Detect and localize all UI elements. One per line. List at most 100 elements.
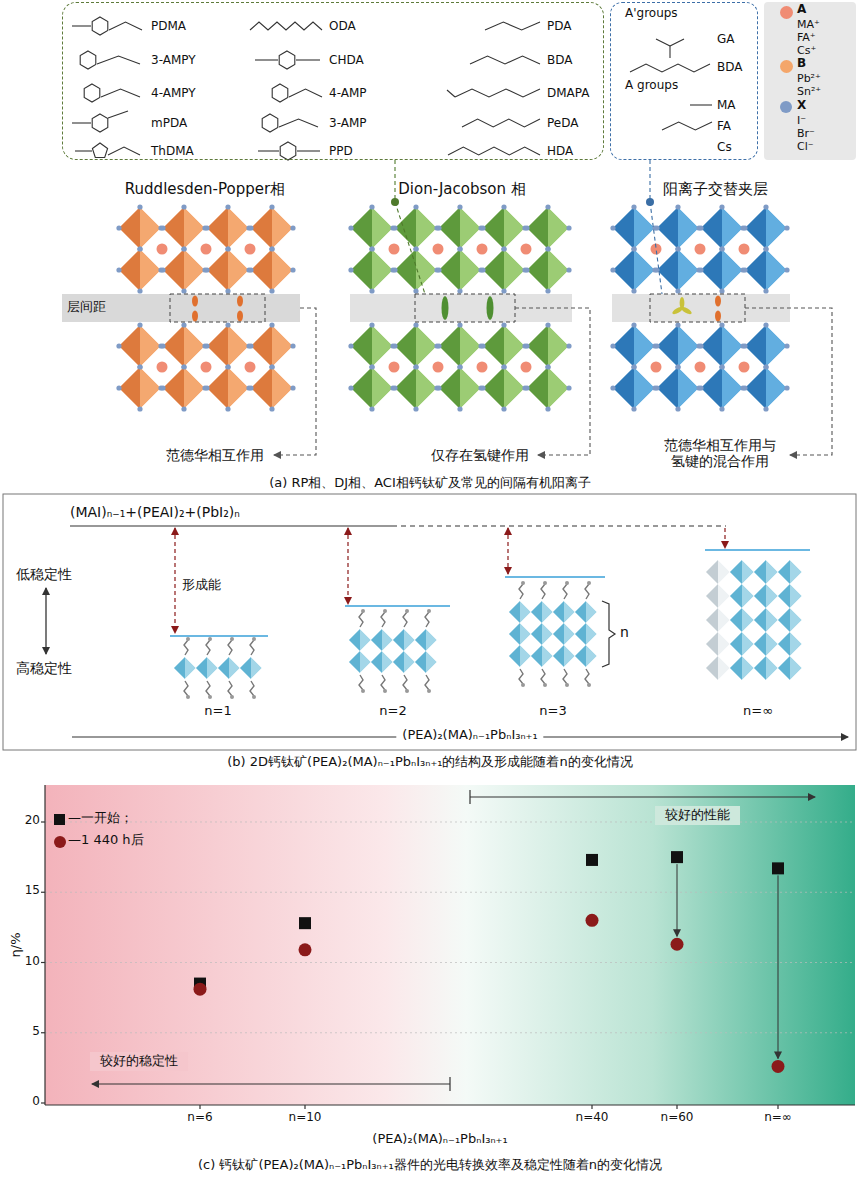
halide-sphere: [269, 246, 274, 251]
pea-atom: [543, 581, 547, 585]
halide-sphere: [290, 225, 295, 230]
octahedron: [483, 249, 525, 291]
cation-name: MA: [717, 99, 736, 113]
interlayer-box: [170, 294, 265, 322]
pea-molecule: [184, 640, 188, 655]
pea-molecule: [519, 584, 523, 599]
energy-level: [170, 635, 268, 637]
octahedron: [531, 601, 553, 623]
octahedron: [730, 656, 754, 680]
halide-sphere: [181, 288, 186, 293]
layer-number: n=1: [204, 704, 231, 719]
octahedron: [174, 657, 196, 679]
cation-name: CHDA: [329, 54, 364, 68]
molecule-chain: [485, 22, 540, 30]
pea-atom: [521, 683, 525, 687]
halide-sphere: [784, 343, 789, 348]
a-cation-sphere: [201, 244, 212, 255]
initial-point: [586, 854, 598, 866]
halide-sphere: [204, 343, 209, 348]
legend-text: A: [797, 3, 806, 17]
octahedron: [527, 207, 569, 249]
octahedron-face: [415, 651, 426, 673]
chart-background: [45, 785, 855, 1105]
octahedron: [754, 584, 778, 608]
energy-level: [345, 605, 450, 607]
octahedron-face: [778, 656, 790, 680]
pea-molecule: [206, 681, 210, 696]
a-cation-sphere: [245, 362, 256, 373]
ga-cation: [671, 305, 684, 315]
halide-sphere: [413, 246, 418, 251]
octahedron: [439, 325, 481, 367]
halide-sphere: [181, 364, 186, 369]
leader-line: [745, 308, 832, 455]
halide-sphere: [413, 364, 418, 369]
halide-sphere: [545, 246, 550, 251]
pea-molecule: [585, 584, 589, 599]
molecule-ring: [272, 84, 288, 102]
halide-sphere: [675, 288, 680, 293]
octahedron-face: [706, 608, 718, 632]
molecule-bond: [258, 150, 279, 151]
ion-name: Cs⁺: [797, 45, 816, 58]
ion-name: MA⁺: [797, 19, 820, 32]
halide-sphere: [413, 406, 418, 411]
octahedron-face: [509, 601, 520, 623]
halide-sphere: [501, 406, 506, 411]
layer-number: n=∞: [743, 704, 773, 719]
initial-point: [299, 917, 311, 929]
interaction-note: 范德华相互作用: [166, 447, 264, 463]
halide-sphere: [763, 406, 768, 411]
group-connector: [650, 202, 662, 294]
pea-atom: [587, 581, 591, 585]
octahedron-face: [119, 207, 140, 249]
octahedron: [351, 249, 393, 291]
molecule-chain: [662, 122, 712, 130]
octahedron: [754, 560, 778, 584]
x-tick: [304, 1105, 305, 1109]
cation-name: FA: [717, 120, 731, 134]
halide-sphere: [369, 204, 374, 209]
octahedron: [509, 601, 531, 623]
octahedron: [613, 207, 655, 249]
halide-sphere: [137, 204, 142, 209]
pea-atom: [230, 695, 234, 699]
y-tick: [41, 962, 45, 963]
octahedron-face: [531, 601, 542, 623]
octahedron-face: [531, 623, 542, 645]
octahedron: [613, 325, 655, 367]
interlayer-label: 层间距: [67, 300, 106, 315]
legend-text: —1 440 h后: [68, 833, 144, 848]
cation-name: PDMA: [151, 20, 186, 34]
decay-arrow: [677, 864, 678, 936]
a-cation-sphere: [433, 362, 444, 373]
octahedron-face: [657, 249, 678, 291]
octahedron: [240, 657, 262, 679]
ion-name: Br⁻: [797, 128, 815, 141]
halide-sphere: [137, 288, 142, 293]
molecule-chain: [455, 89, 540, 97]
halide-sphere: [369, 288, 374, 293]
octahedron-face: [119, 325, 140, 367]
molecule-chain: [448, 147, 540, 155]
halide-sphere: [204, 225, 209, 230]
octahedron: [351, 367, 393, 409]
octahedron-face: [251, 325, 272, 367]
halide-sphere: [137, 246, 142, 251]
octahedron: [778, 584, 802, 608]
molecule-ring: [92, 143, 107, 157]
octahedron-face: [163, 367, 184, 409]
octahedron: [531, 623, 553, 645]
bracket: [602, 601, 615, 667]
aged-point: [299, 943, 312, 956]
pea-molecule: [184, 681, 188, 696]
halide-sphere: [457, 364, 462, 369]
a-cation-sphere: [739, 244, 750, 255]
cation-name: PeDA: [547, 117, 578, 131]
octahedron: [575, 623, 597, 645]
tick-label: 5: [32, 1025, 40, 1039]
octahedron-face: [415, 629, 426, 651]
energy-reference: [392, 525, 726, 526]
octahedron-face: [351, 249, 372, 291]
